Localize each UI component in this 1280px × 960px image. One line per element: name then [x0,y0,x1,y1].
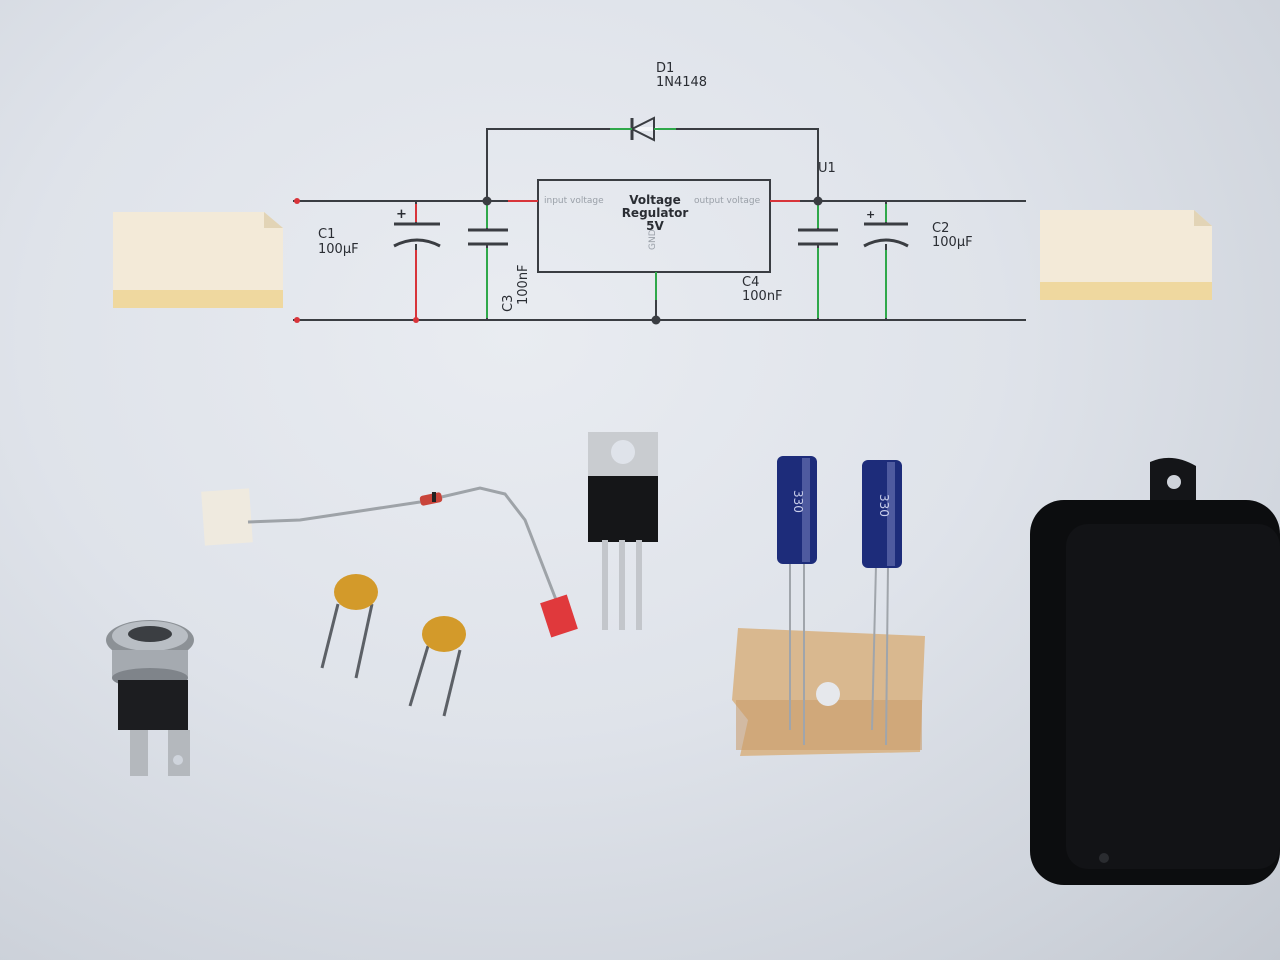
to220-regulator [588,432,658,630]
diode-part: 1N4148 [656,75,708,90]
ceramic-capacitors [320,574,466,717]
c1-plus: + [396,207,407,222]
diode-component [201,486,578,638]
c1-value: 100µF [318,242,359,257]
c2-plus: + [866,208,876,221]
c2-ref: C2 [932,221,950,236]
electrolytic-capacitors [732,456,925,756]
diode-ref: D1 [656,61,675,76]
c1-ref: C1 [318,227,336,242]
c4-value: 100nF [742,289,783,304]
regulator-ref: U1 [818,161,836,176]
cap2-marking: 330 [877,494,891,517]
cap1-marking: 330 [791,490,805,513]
project-enclosure [1030,457,1280,885]
c2-value: 100µF [932,235,973,250]
dc-jack [106,620,194,776]
c4-ref: C4 [742,275,760,290]
